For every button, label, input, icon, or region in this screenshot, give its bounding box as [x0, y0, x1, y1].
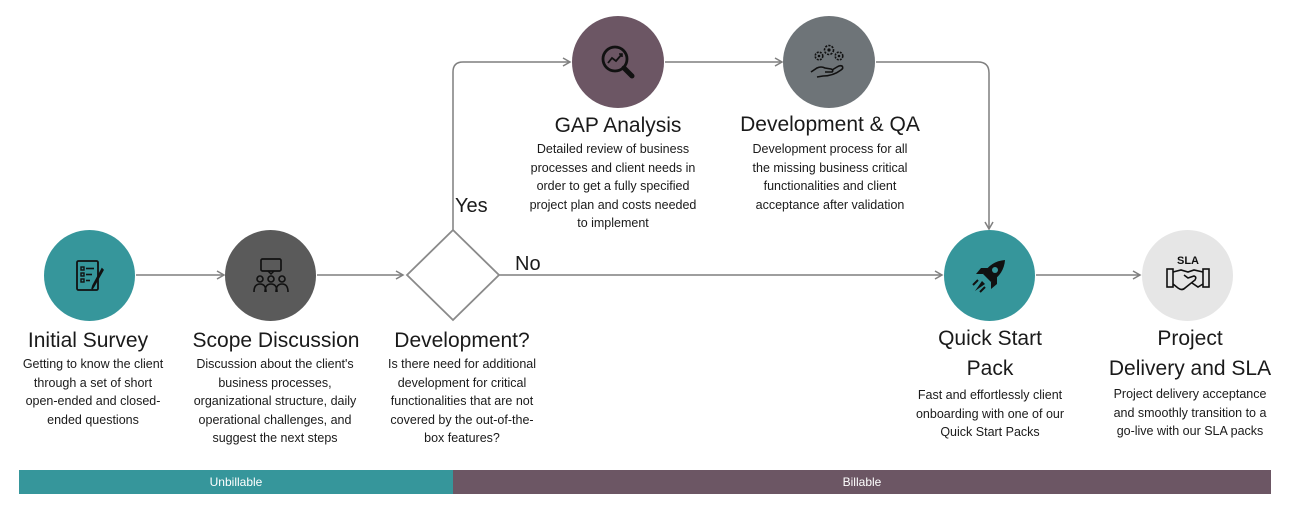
desc-line: business processes,: [218, 375, 332, 390]
desc-line: to implement: [577, 216, 649, 231]
desc-line: Detailed review of business: [536, 142, 690, 156]
desc-line: open-ended and closed-: [25, 394, 161, 409]
development-decision-title: Development?: [394, 329, 530, 352]
desc-line: suggest the next steps: [212, 431, 338, 446]
unbillable-bar: Unbillable: [19, 470, 453, 494]
desc-line: development for critical: [397, 375, 527, 390]
development-qa-description: Development process for all the missing …: [730, 140, 930, 214]
survey-clipboard-icon: [75, 259, 104, 291]
desc-line: operational challenges, and: [198, 412, 352, 427]
desc-line: ended questions: [47, 412, 139, 427]
rocket-icon: [971, 259, 1005, 293]
decision-diamond: [405, 228, 501, 322]
gears-hand-icon: [810, 44, 844, 78]
billable-label: Billable: [842, 475, 882, 489]
title-line: Pack: [966, 357, 1014, 380]
billable-bar: Billable: [453, 470, 1271, 494]
scope-discussion-description: Discussion about the client's business p…: [180, 355, 370, 448]
arrow-yes-to-gap: [452, 57, 572, 230]
desc-line: covered by the out-of-the-: [390, 412, 534, 427]
title-line: Quick Start: [938, 327, 1042, 350]
quick-start-description: Fast and effortlessly client onboarding …: [900, 386, 1080, 442]
yes-label: Yes: [455, 195, 488, 217]
magnifier-chart-icon: [601, 45, 635, 79]
sla-handshake-icon: SLA: [1165, 255, 1210, 290]
title-line: Delivery and SLA: [1108, 357, 1272, 380]
desc-line: go-live with our SLA packs: [1116, 424, 1264, 439]
development-qa-circle: [783, 16, 875, 108]
development-decision-description: Is there need for additional development…: [372, 355, 552, 448]
desc-line: acceptance after validation: [755, 197, 905, 212]
initial-survey-circle: [44, 230, 135, 321]
desc-line: Discussion about the client's: [196, 357, 354, 371]
arrow-dev-to-quickstart: [876, 61, 994, 231]
desc-line: Quick Start Packs: [940, 425, 1040, 440]
project-delivery-title: Project Delivery and SLA: [1095, 324, 1285, 384]
gap-analysis-circle: [572, 16, 664, 108]
desc-line: Project delivery acceptance: [1113, 387, 1267, 401]
desc-line: Development process for all: [752, 142, 908, 156]
desc-line: Is there need for additional: [387, 357, 537, 371]
no-label: No: [515, 253, 541, 275]
gap-analysis-title: GAP Analysis: [554, 114, 682, 137]
initial-survey-title: Initial Survey: [27, 329, 149, 352]
desc-line: Fast and effortlessly client: [917, 388, 1063, 402]
development-qa-title: Development & QA: [740, 113, 920, 136]
desc-line: functionalities that are not: [390, 394, 534, 409]
scope-discussion-circle: [225, 230, 316, 321]
desc-line: and smoothly transition to a: [1113, 405, 1267, 420]
quick-start-title: Quick Start Pack: [900, 324, 1080, 384]
title-line: Project: [1157, 327, 1223, 350]
unbillable-label: Unbillable: [209, 475, 263, 489]
desc-line: box features?: [424, 431, 500, 446]
gap-analysis-description: Detailed review of business processes an…: [513, 140, 713, 233]
desc-line: through a set of short: [33, 375, 153, 390]
project-delivery-description: Project delivery acceptance and smoothly…: [1095, 385, 1285, 441]
desc-line: project plan and costs needed: [529, 197, 697, 212]
desc-line: order to get a fully specified: [536, 179, 690, 194]
desc-line: Getting to know the client: [22, 357, 164, 371]
desc-line: processes and client needs in: [530, 160, 696, 175]
desc-line: organizational structure, daily: [193, 394, 357, 409]
desc-line: functionalities and client: [763, 179, 897, 194]
project-delivery-circle: SLA: [1142, 230, 1233, 321]
desc-line: onboarding with one of our: [915, 406, 1065, 421]
quick-start-circle: [944, 230, 1035, 321]
desc-line: the missing business critical: [752, 160, 908, 175]
sla-icon-text: SLA: [1177, 255, 1199, 267]
initial-survey-description: Getting to know the client through a set…: [8, 355, 178, 429]
scope-discussion-title: Scope Discussion: [192, 329, 360, 352]
meeting-people-icon: [252, 257, 289, 292]
